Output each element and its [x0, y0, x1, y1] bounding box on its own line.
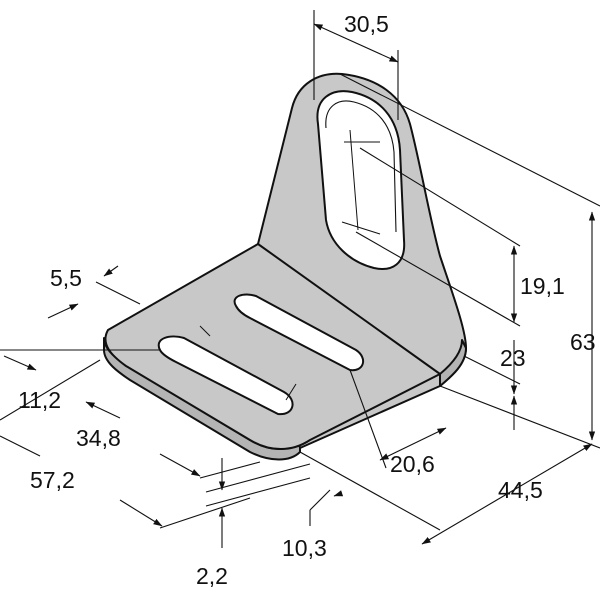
- dim-63: 63: [570, 329, 596, 355]
- dim-30-5: 30,5: [344, 11, 389, 37]
- base-slot-right: [233, 293, 365, 372]
- upright-oval-slot-depth: [325, 100, 397, 233]
- dim-57-2: 57,2: [30, 467, 75, 493]
- upright-oval-slot: [316, 90, 406, 270]
- dim-20-6: 20,6: [390, 451, 435, 477]
- centerlines: [199, 129, 381, 401]
- dim-5-5: 5,5: [50, 265, 82, 291]
- dim-23: 23: [500, 345, 526, 371]
- base-plate: [104, 243, 441, 450]
- dimension-lines: [0, 10, 600, 548]
- dimension-labels: 30,5 19,1 63 23 5,5 11,2 34,8 57,2 20,6 …: [18, 11, 596, 589]
- dim-44-5: 44,5: [498, 477, 543, 503]
- base-slot-left: [157, 335, 294, 416]
- bend-line: [257, 243, 441, 375]
- dim-10-3: 10,3: [282, 535, 327, 561]
- dim-34-8: 34,8: [76, 425, 121, 451]
- dim-2-2: 2,2: [196, 563, 228, 589]
- angle-bracket: [103, 72, 467, 461]
- dim-19-1: 19,1: [520, 273, 565, 299]
- dim-11-2: 11,2: [18, 387, 61, 413]
